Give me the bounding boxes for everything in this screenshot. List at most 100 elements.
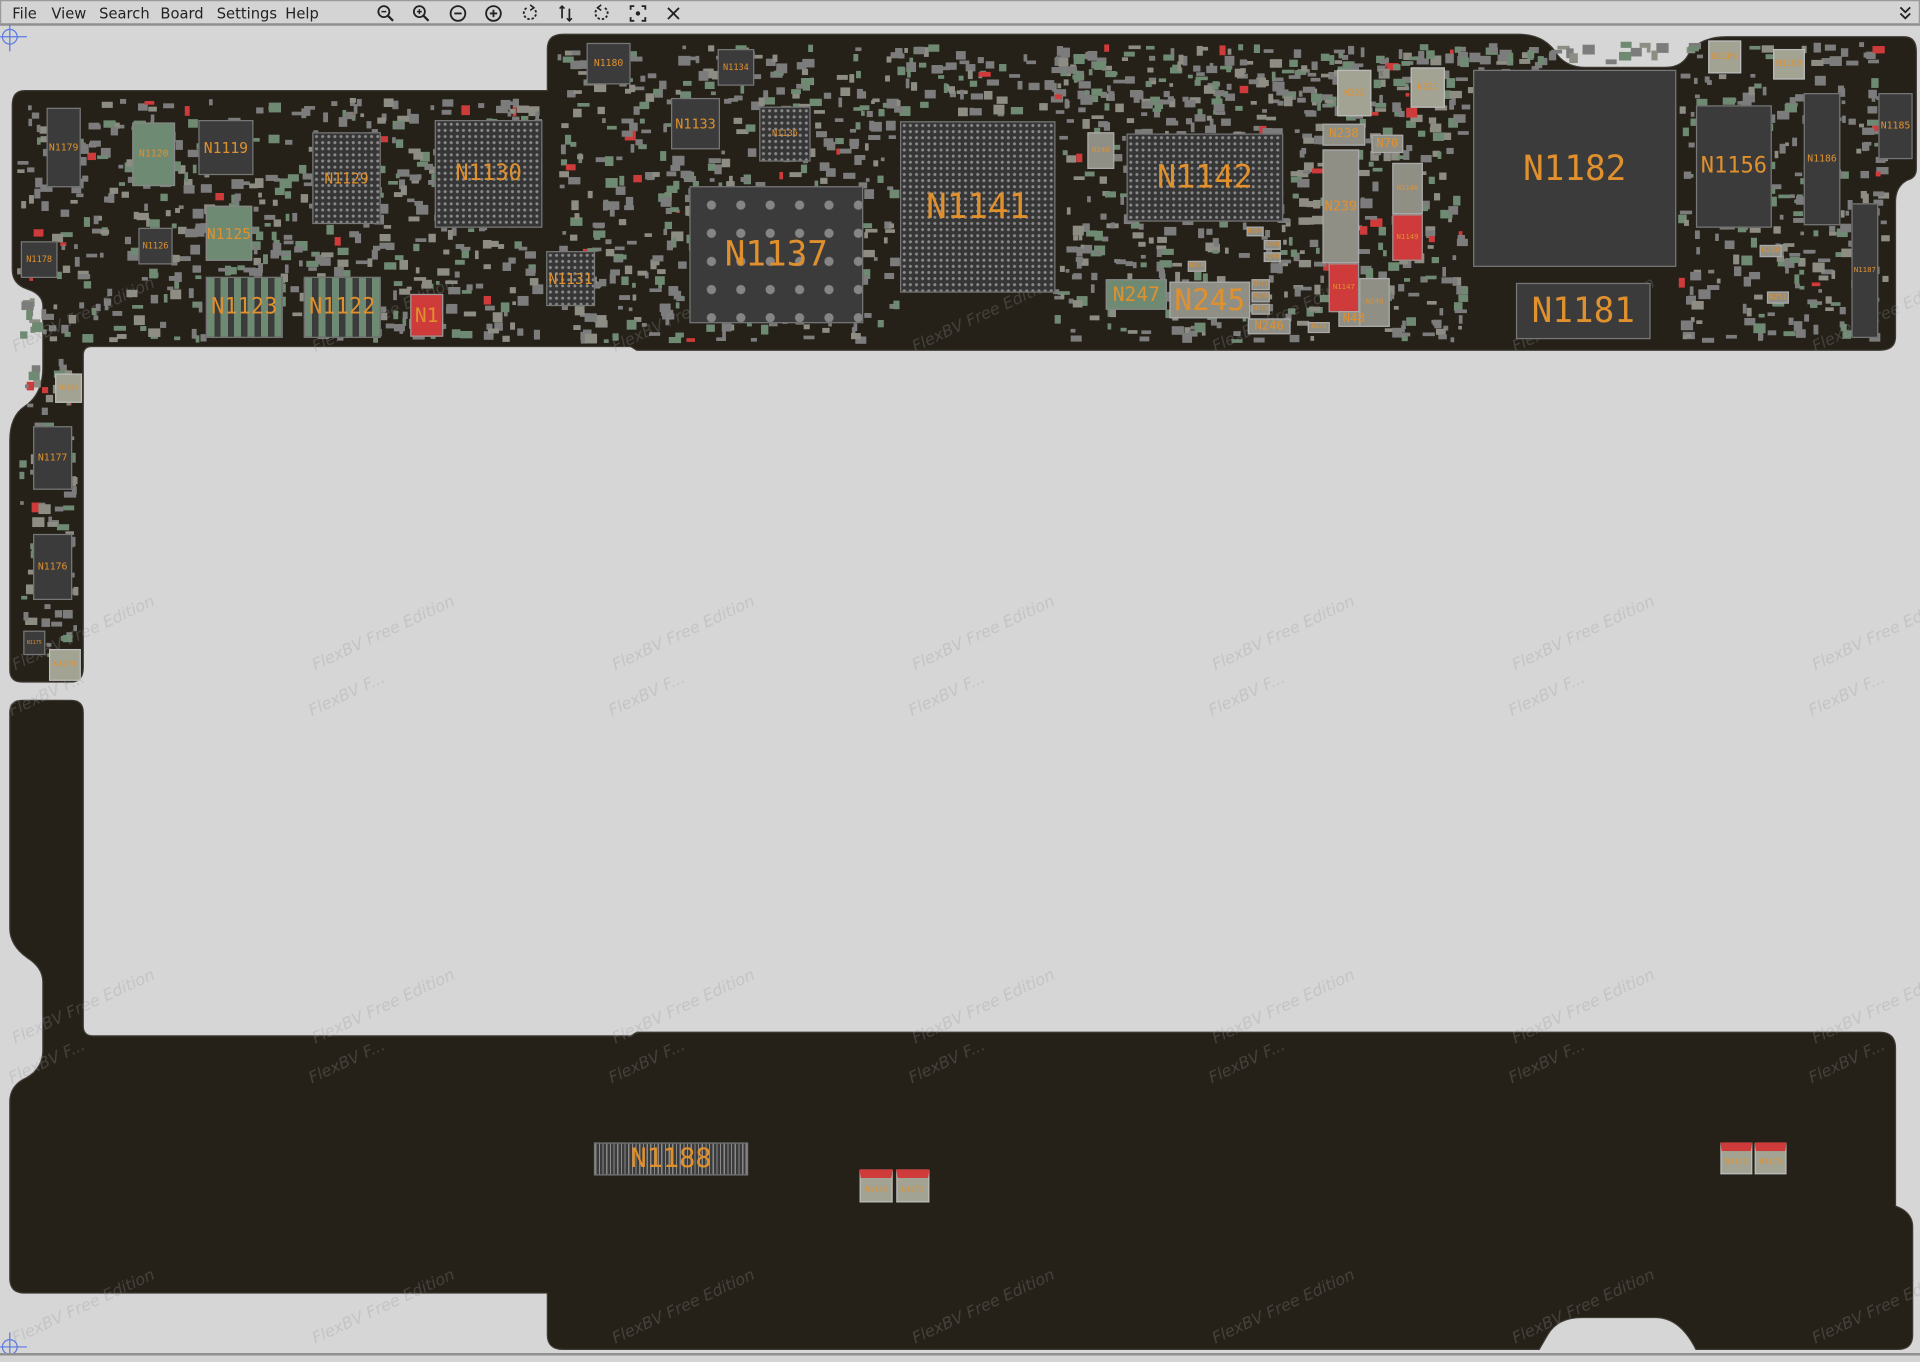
component-n1122[interactable]: N1122 — [303, 276, 381, 338]
component-n1184[interactable]: N1184 — [1708, 40, 1742, 74]
component-n1187[interactable]: N1187 — [1851, 203, 1879, 338]
component-n1186[interactable]: N1186 — [1803, 93, 1841, 226]
component-n1133[interactable]: N1133 — [671, 97, 721, 150]
smd-pad — [1078, 231, 1083, 241]
component-n222[interactable]: N222 — [1337, 69, 1372, 117]
menu-board[interactable]: Board — [160, 4, 204, 23]
rotate-right-button[interactable] — [591, 4, 611, 24]
component-n1126[interactable]: N1126 — [138, 227, 173, 265]
rotate-left-button[interactable] — [520, 4, 540, 24]
smd-pad — [1125, 261, 1133, 267]
component-n1149[interactable]: N1149 — [1392, 214, 1423, 261]
component-n1120[interactable]: N1120 — [132, 122, 176, 187]
component-n1182[interactable]: N1182 — [1473, 69, 1677, 267]
component-n274[interactable]: N274 — [1251, 291, 1270, 303]
menu-file[interactable]: File — [12, 4, 37, 23]
component-n271[interactable]: N271 — [1251, 279, 1270, 291]
flip-board-button[interactable] — [556, 4, 576, 24]
component-n248[interactable]: N248 — [1359, 277, 1390, 327]
menu-search[interactable]: Search — [99, 4, 150, 23]
zoom-in-button[interactable] — [411, 4, 431, 24]
component-n1175[interactable]: N1175 — [23, 630, 46, 656]
component-n1179[interactable]: N1179 — [46, 107, 81, 188]
component-n1178[interactable]: N1178 — [20, 241, 58, 278]
smd-pad — [1209, 118, 1214, 128]
menu-settings[interactable]: Settings — [216, 4, 278, 23]
component-n1141[interactable]: N1141 — [900, 121, 1056, 293]
component-n48[interactable]: N48 — [1338, 311, 1369, 327]
component-n1137[interactable]: N1137 — [689, 186, 864, 324]
component-n70[interactable]: N70 — [1371, 134, 1404, 154]
fit-view-button[interactable] — [628, 4, 648, 24]
plus-button[interactable] — [484, 4, 504, 24]
component-n1134[interactable]: N1134 — [717, 48, 755, 86]
component-n246[interactable]: N246 — [1247, 318, 1291, 335]
component-n1156[interactable]: N1156 — [1695, 105, 1772, 228]
smd-pad — [673, 290, 682, 300]
zoom-out-button[interactable] — [376, 4, 396, 24]
component-n1131[interactable]: N1131 — [546, 251, 596, 307]
smd-pad — [1311, 93, 1323, 103]
component-n1147[interactable]: N1147 — [1328, 263, 1360, 313]
component-n1169[interactable]: N1169 — [55, 373, 83, 403]
component-n1129[interactable]: N1129 — [312, 132, 381, 225]
smd-pad — [378, 136, 389, 143]
component-n1172[interactable]: N1172 — [1720, 1142, 1753, 1175]
component-n1170[interactable]: N1170 — [859, 1169, 893, 1203]
smd-pad — [1289, 334, 1300, 343]
component-n1[interactable]: N1 — [410, 293, 444, 337]
smd-pad — [74, 244, 78, 250]
smd-pad — [331, 101, 338, 107]
component-n1173[interactable]: N1173 — [1754, 1142, 1787, 1175]
toolbar-overflow-button[interactable] — [1896, 4, 1916, 24]
component-n1185[interactable]: N1185 — [1878, 93, 1913, 160]
component-n1188[interactable]: N1188 — [593, 1142, 749, 1176]
component-n1174[interactable]: N1174 — [48, 648, 81, 681]
component-n1180[interactable]: N1180 — [586, 42, 631, 85]
component-n275[interactable]: N275 — [1251, 303, 1270, 315]
close-board-button[interactable] — [664, 4, 684, 24]
menu-help[interactable]: Help — [285, 4, 319, 23]
smd-pad — [1443, 325, 1449, 331]
smd-pad — [1386, 63, 1399, 71]
component-n1148[interactable]: N1148 — [1392, 162, 1423, 215]
component-n251[interactable]: N251 — [1766, 291, 1789, 304]
smd-pad — [1156, 245, 1167, 250]
minus-button[interactable] — [448, 4, 468, 24]
component-n250[interactable]: N250 — [1759, 244, 1782, 258]
component-n269[interactable]: N269 — [1263, 252, 1281, 263]
component-n176[interactable]: N176 — [1307, 322, 1330, 334]
smd-pad — [864, 312, 872, 318]
component-n221[interactable]: N221 — [1410, 67, 1445, 108]
component-n245[interactable]: N245 — [1169, 281, 1251, 319]
component-n1171[interactable]: N1171 — [896, 1169, 930, 1203]
component-n238[interactable]: N238 — [1322, 123, 1366, 146]
smd-pad — [1383, 151, 1391, 162]
component-n1183[interactable]: N1183 — [1773, 48, 1805, 80]
component-n1123[interactable]: N1123 — [205, 276, 283, 338]
smd-pad — [1392, 102, 1401, 113]
smd-pad — [1283, 239, 1287, 245]
smd-pad — [1342, 54, 1349, 60]
component-n1176[interactable]: N1176 — [33, 533, 73, 601]
component-n240[interactable]: N240 — [1087, 132, 1115, 169]
component-n1119[interactable]: N1119 — [198, 120, 254, 176]
component-n267[interactable]: N267 — [1246, 226, 1264, 237]
smd-pad — [639, 118, 645, 124]
component-n1136[interactable]: N1136 — [759, 106, 811, 162]
smd-pad — [466, 284, 473, 291]
component-n1142[interactable]: N1142 — [1126, 133, 1284, 222]
component-n239[interactable]: N239 — [1322, 149, 1360, 264]
smd-pad — [406, 286, 412, 291]
component-n268[interactable]: N268 — [1263, 240, 1281, 250]
smd-pad — [74, 256, 80, 267]
component-n1125[interactable]: N1125 — [205, 205, 253, 261]
component-n1181[interactable]: N1181 — [1515, 282, 1651, 340]
smd-pad — [400, 185, 407, 196]
menu-view[interactable]: View — [51, 4, 87, 23]
component-n270[interactable]: N270 — [1187, 260, 1207, 272]
component-n1177[interactable]: N1177 — [33, 426, 73, 490]
component-n1130[interactable]: N1130 — [434, 120, 543, 228]
component-n247[interactable]: N247 — [1105, 279, 1167, 310]
